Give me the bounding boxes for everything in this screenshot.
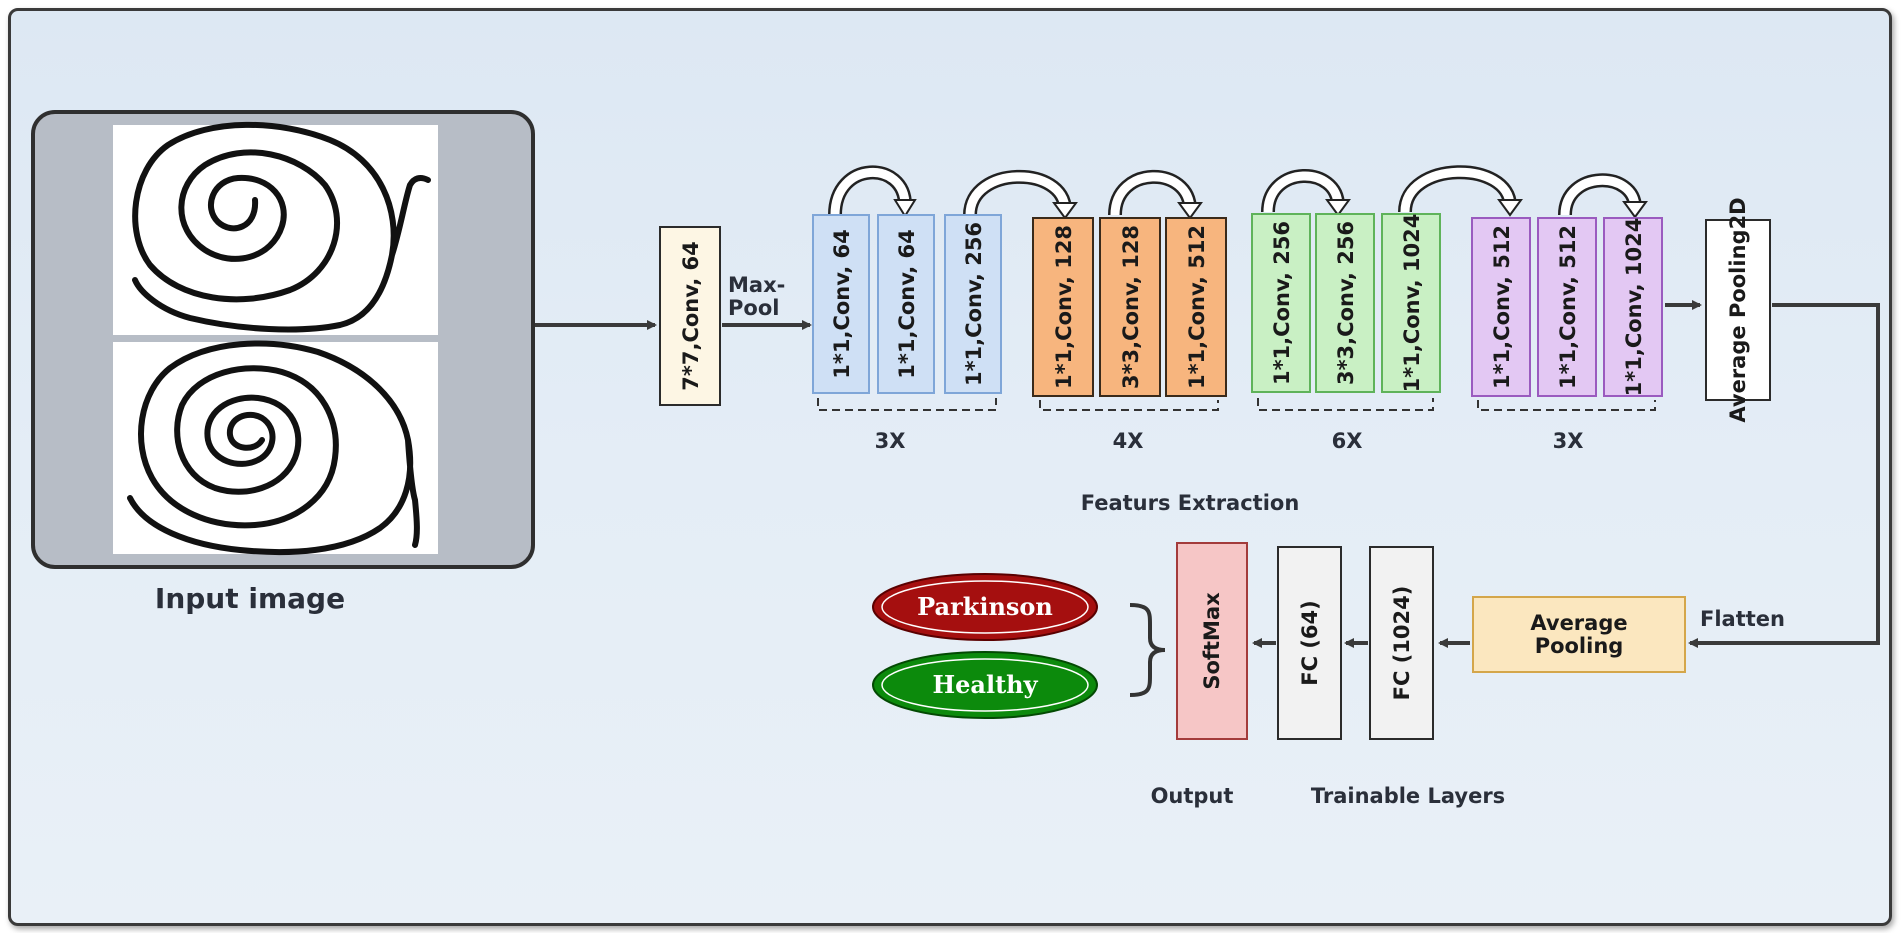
repeat-bracket <box>1477 400 1656 411</box>
conv-block <box>944 214 1002 394</box>
spiral-image-top <box>113 125 438 335</box>
conv-block <box>1471 217 1531 397</box>
fc64-block: FC (64) <box>1277 546 1342 740</box>
softmax-label: SoftMax <box>1200 592 1224 690</box>
spiral-drawing-bottom <box>127 340 420 556</box>
stage-2: 1*1,Conv, 128 3*3,Conv, 128 1*1,Conv, 51… <box>1032 169 1227 453</box>
feature-extraction-label: Featurs Extraction <box>1081 491 1300 515</box>
conv-block-label: 1*1,Conv, 256 <box>962 222 986 386</box>
conv-block-label: 1*1,Conv, 128 <box>1052 225 1076 389</box>
conv-block <box>1099 217 1161 397</box>
maxpool-label-line1: Max- <box>728 273 785 297</box>
conv-block <box>877 214 935 394</box>
repeat-bracket <box>817 398 997 411</box>
output-label: Output <box>1151 784 1234 808</box>
skip-arrow-icon <box>1263 171 1343 213</box>
conv-block <box>812 214 870 394</box>
fc1024-label: FC (1024) <box>1390 586 1414 701</box>
conv-block <box>1537 217 1597 397</box>
conv-block-label: 1*1,Conv, 512 <box>1185 225 1209 389</box>
avgpool-block: Average Pooling <box>1472 596 1686 673</box>
spiral-drawing-top <box>132 121 431 333</box>
conv-block <box>1251 213 1311 393</box>
skip-arrow-icon <box>1560 175 1640 216</box>
class-healthy-label: Healthy <box>932 670 1038 699</box>
softmax-block: SoftMax <box>1176 542 1248 740</box>
repeat-label: 4X <box>1113 429 1144 453</box>
repeat-label: 3X <box>875 429 906 453</box>
conv-block-label: 1*1,Conv, 1024 <box>1622 218 1646 397</box>
class-parkinson-label: Parkinson <box>917 592 1053 621</box>
conv-block-label: 1*1,Conv, 64 <box>895 229 919 378</box>
avgpool-label-line2: Pooling <box>1535 634 1624 658</box>
input-image-label: Input image <box>155 582 345 615</box>
repeat-label: 6X <box>1332 429 1363 453</box>
stage-3: 1*1,Conv, 256 3*3,Conv, 256 1*1,Conv, 10… <box>1251 165 1523 453</box>
trainable-layers-label: Trainable Layers <box>1311 784 1505 808</box>
stage-4: 1*1,Conv, 512 1*1,Conv, 512 1*1,Conv, 10… <box>1471 173 1663 453</box>
skip-arrow-icon <box>1110 172 1195 216</box>
avgpool2d-block: Average Pooling2D <box>1705 197 1771 423</box>
conv-block-label: 1*1,Conv, 256 <box>1270 221 1294 385</box>
conv-block <box>1165 217 1227 397</box>
repeat-bracket <box>1039 400 1219 411</box>
conv-block-label: 1*1,Conv, 64 <box>830 229 854 378</box>
conv-block <box>1603 217 1663 397</box>
class-parkinson: Parkinson <box>872 573 1098 641</box>
class-healthy: Healthy <box>872 651 1098 719</box>
repeat-bracket <box>1257 398 1434 411</box>
conv-block-label: 1*1,Conv, 512 <box>1490 225 1514 389</box>
conv-block-label: 3*3,Conv, 256 <box>1334 221 1358 385</box>
arrow-flatten <box>1688 303 1880 648</box>
conv-block-label: 1*1,Conv, 512 <box>1556 225 1580 389</box>
maxpool-label-line2: Pool <box>728 296 779 320</box>
avgpool-label-line1: Average <box>1530 611 1627 635</box>
conv-block-label: 1*1,Conv, 1024 <box>1400 214 1424 393</box>
stem-conv-label: 7*7,Conv, 64 <box>679 241 703 390</box>
conv-block <box>1032 217 1094 397</box>
avgpool2d-label: Average Pooling2D <box>1726 197 1750 422</box>
stage-1: 1*1,Conv, 64 1*1,Conv, 64 1*1,Conv, 256 … <box>812 165 1078 453</box>
skip-arrow-icon <box>1400 167 1515 213</box>
conv-block <box>1381 213 1441 393</box>
fc64-label: FC (64) <box>1298 600 1322 686</box>
stem-conv-block: 7*7,Conv, 64 <box>659 226 721 406</box>
fc1024-block: FC (1024) <box>1369 546 1434 740</box>
input-image-panel <box>31 110 535 569</box>
repeat-label: 3X <box>1553 429 1584 453</box>
flatten-label: Flatten <box>1700 607 1785 631</box>
class-brace <box>1129 603 1166 697</box>
conv-block-label: 3*3,Conv, 128 <box>1119 225 1143 389</box>
conv-block <box>1315 213 1375 393</box>
